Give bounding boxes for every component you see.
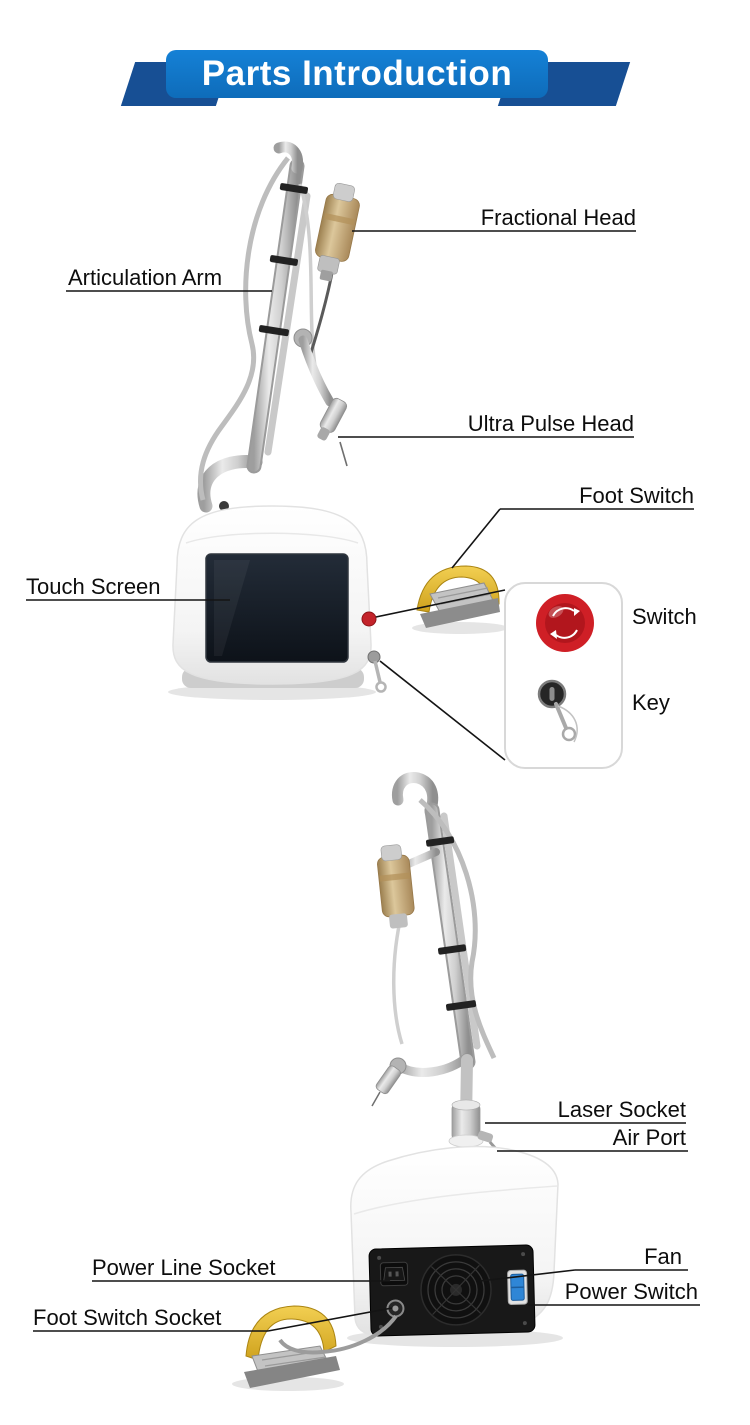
machine-body-back bbox=[278, 1145, 563, 1355]
power-line-socket-part bbox=[379, 1261, 409, 1287]
line-inset-bottom bbox=[379, 660, 506, 761]
line-foot-switch-diag bbox=[451, 508, 501, 569]
callout-lines bbox=[26, 230, 700, 1332]
inset-detail-panel bbox=[504, 582, 623, 769]
page-title-banner: Parts Introduction bbox=[0, 0, 750, 130]
line-fan-diag bbox=[479, 1269, 576, 1282]
label-ultra-pulse-head: Ultra Pulse Head bbox=[467, 411, 634, 436]
ultra-pulse-head-part bbox=[317, 397, 348, 467]
label-key: Key bbox=[632, 690, 670, 715]
label-power-switch: Power Switch bbox=[564, 1279, 698, 1304]
line-foot-switch-socket-diag bbox=[267, 1307, 393, 1332]
label-air-port: Air Port bbox=[612, 1125, 686, 1150]
label-foot-switch: Foot Switch bbox=[579, 483, 694, 508]
back-panel bbox=[368, 1244, 536, 1337]
label-fan: Fan bbox=[644, 1244, 682, 1269]
label-switch: Switch bbox=[632, 604, 697, 629]
foot-switch-cable bbox=[278, 1314, 398, 1355]
label-articulation-arm: Articulation Arm bbox=[68, 265, 223, 290]
articulation-arm-back-part bbox=[371, 772, 501, 1154]
key-detail bbox=[537, 679, 578, 743]
label-touch-screen: Touch Screen bbox=[26, 574, 161, 599]
key-lock-part bbox=[367, 650, 381, 664]
emergency-stop-detail bbox=[536, 594, 594, 652]
touch-screen-part bbox=[205, 553, 349, 663]
page-title-text: Parts Introduction bbox=[201, 54, 513, 93]
articulation-arm-part bbox=[197, 141, 335, 513]
foot-switch-part bbox=[412, 565, 508, 634]
power-switch-part bbox=[507, 1269, 528, 1305]
line-inset-top bbox=[375, 589, 506, 618]
label-power-line-socket: Power Line Socket bbox=[92, 1255, 276, 1280]
fractional-head-back-part bbox=[377, 844, 415, 929]
page-title: Parts Introduction bbox=[166, 50, 548, 98]
emergency-switch-part bbox=[361, 611, 377, 627]
label-laser-socket: Laser Socket bbox=[557, 1097, 686, 1122]
machine-body-front bbox=[168, 505, 387, 700]
fractional-head-part bbox=[315, 182, 360, 282]
label-foot-switch-socket: Foot Switch Socket bbox=[33, 1305, 222, 1330]
machine-front-figure bbox=[168, 141, 623, 769]
laser-socket-part bbox=[448, 1099, 484, 1148]
label-fractional-head: Fractional Head bbox=[480, 205, 636, 230]
machine-back-figure bbox=[232, 772, 563, 1391]
fan-part bbox=[420, 1254, 492, 1326]
